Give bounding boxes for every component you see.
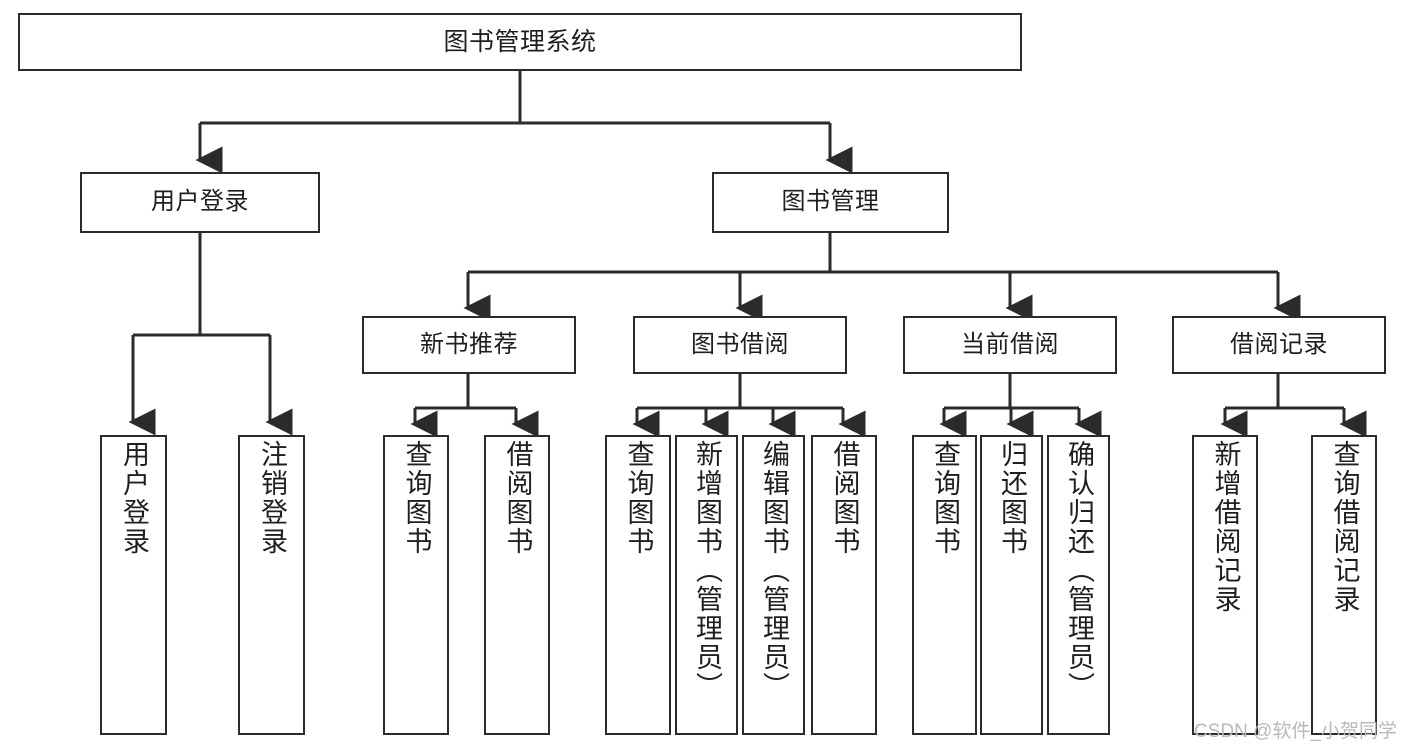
- leaf-current-return-book[interactable]: 归还图书: [980, 435, 1043, 735]
- node-label: 编辑图书（管理员）: [759, 440, 789, 701]
- node-user-login[interactable]: 用户登录: [80, 172, 320, 233]
- node-label: 新增图书（管理员）: [692, 440, 722, 701]
- node-label: 归还图书: [997, 440, 1027, 556]
- leaf-new-book-borrow[interactable]: 借阅图书: [484, 435, 550, 735]
- node-label: 借阅图书: [502, 440, 533, 556]
- leaf-borrow-add-book-admin[interactable]: 新增图书（管理员）: [675, 435, 738, 735]
- node-label: 用户登录: [151, 188, 249, 216]
- node-label: 借阅记录: [1230, 330, 1328, 358]
- leaf-current-query-book[interactable]: 查询图书: [912, 435, 977, 735]
- leaf-current-confirm-return-admin[interactable]: 确认归还（管理员）: [1047, 435, 1110, 735]
- node-label: 当前借阅: [961, 330, 1059, 358]
- leaf-record-add-record[interactable]: 新增借阅记录: [1192, 435, 1258, 735]
- node-borrow-record[interactable]: 借阅记录: [1172, 316, 1386, 374]
- node-current-borrow[interactable]: 当前借阅: [903, 316, 1117, 374]
- node-book-borrow[interactable]: 图书借阅: [633, 316, 847, 374]
- node-label: 查询借阅记录: [1329, 440, 1360, 614]
- node-label: 借阅图书: [829, 440, 860, 556]
- node-label: 新增借阅记录: [1210, 440, 1241, 614]
- leaf-record-query-record[interactable]: 查询借阅记录: [1311, 435, 1377, 735]
- node-new-book-recommend[interactable]: 新书推荐: [362, 316, 576, 374]
- node-label: 图书借阅: [691, 330, 789, 358]
- leaf-new-book-query[interactable]: 查询图书: [383, 435, 449, 735]
- leaf-borrow-borrow-book[interactable]: 借阅图书: [811, 435, 877, 735]
- node-label: 新书推荐: [420, 330, 518, 358]
- leaf-borrow-query-book[interactable]: 查询图书: [605, 435, 671, 735]
- node-book-management[interactable]: 图书管理: [712, 172, 949, 233]
- node-label: 确认归还（管理员）: [1064, 440, 1094, 701]
- leaf-borrow-edit-book-admin[interactable]: 编辑图书（管理员）: [742, 435, 805, 735]
- leaf-user-login-login[interactable]: 用户登录: [100, 435, 167, 735]
- node-label: 图书管理系统: [443, 28, 597, 56]
- node-label: 图书管理: [781, 188, 880, 216]
- node-label: 查询图书: [401, 440, 432, 556]
- leaf-user-login-logout[interactable]: 注销登录: [238, 435, 305, 735]
- node-label: 查询图书: [623, 440, 654, 556]
- node-label: 查询图书: [930, 440, 960, 556]
- node-root[interactable]: 图书管理系统: [18, 13, 1022, 71]
- node-label: 用户登录: [119, 440, 149, 556]
- node-label: 注销登录: [257, 440, 287, 556]
